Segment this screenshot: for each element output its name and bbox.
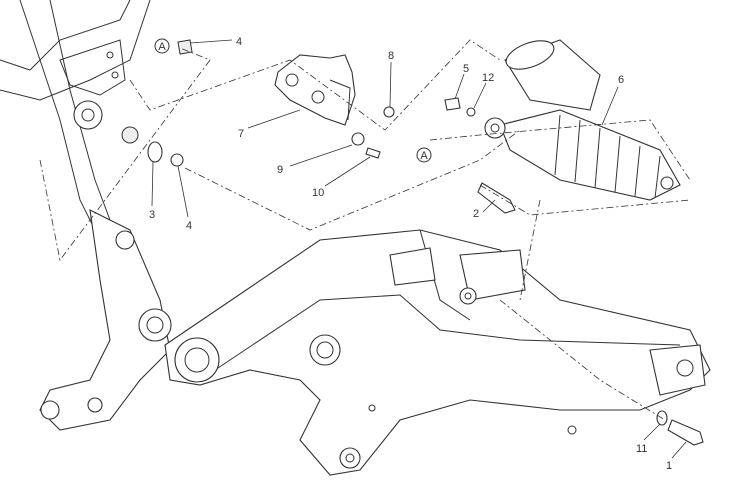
reference-marker-a-1: A <box>154 38 170 54</box>
assembly-lines <box>39 39 691 421</box>
reference-marker-a-2: A <box>416 147 432 163</box>
swingarm <box>164 229 711 476</box>
leader-lines <box>151 39 687 459</box>
callout-9: 9 <box>277 164 283 176</box>
callout-8: 8 <box>388 50 394 62</box>
callout-7: 7 <box>238 128 244 140</box>
callout-10: 10 <box>312 187 324 199</box>
callout-2: 2 <box>473 208 479 220</box>
hardware <box>147 39 704 446</box>
callout-3: 3 <box>149 209 155 221</box>
callout-labels: 4 8 5 12 6 7 9 10 3 4 2 11 1 <box>149 36 672 472</box>
callout-11: 11 <box>636 443 647 455</box>
bracket-part-7 <box>274 54 356 126</box>
callout-1: 1 <box>666 460 672 472</box>
svg-text:A: A <box>158 41 166 53</box>
svg-text:A: A <box>420 150 428 162</box>
frame-section <box>0 0 172 431</box>
callout-4-top: 4 <box>236 36 242 48</box>
callout-6: 6 <box>618 74 624 86</box>
callout-5: 5 <box>463 63 469 75</box>
callout-4-bottom: 4 <box>186 220 192 232</box>
shock-absorber <box>484 39 681 201</box>
callout-12: 12 <box>482 72 494 84</box>
